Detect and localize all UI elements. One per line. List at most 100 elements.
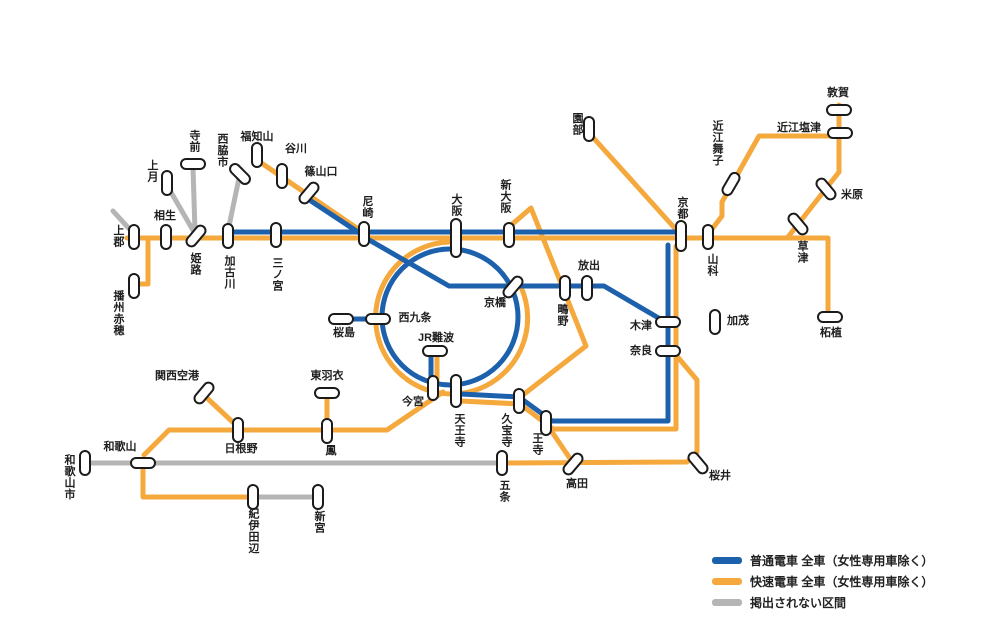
station-marker: [128, 224, 140, 250]
station-label: 近江塩津: [777, 122, 821, 135]
station-marker: [247, 484, 259, 510]
station-label: 加古川: [222, 254, 235, 290]
station-marker: [328, 313, 354, 325]
station-label: 上月: [145, 159, 158, 183]
line-kinokuni: [140, 463, 254, 500]
station-label: 鴫野: [555, 303, 568, 327]
station-marker: [251, 142, 263, 168]
station-label: 柘植: [820, 327, 842, 340]
line-takarazuka-local: [308, 198, 367, 239]
legend-label-local: 普通電車 全車（女性専用車除く）: [750, 554, 934, 568]
station-label: 高田: [566, 478, 588, 491]
station-marker: [160, 224, 172, 250]
station-label: 東羽衣: [310, 370, 344, 383]
station-marker: [79, 450, 91, 476]
station-label: 三ノ宮: [270, 256, 283, 292]
station-label: 上郡: [111, 224, 124, 248]
station-label: 和歌山市: [62, 454, 75, 500]
station-label: 今宮: [402, 396, 424, 409]
station-marker: [583, 116, 595, 142]
station-label: 紀伊田辺: [246, 508, 259, 554]
station-marker: [540, 410, 552, 436]
station-label: 加茂: [727, 315, 749, 328]
station-marker: [232, 417, 244, 443]
station-label: 王寺: [530, 432, 543, 456]
station-label: 草津: [795, 240, 808, 264]
station-marker: [675, 220, 687, 252]
station-label: 大阪: [449, 193, 462, 217]
station-label: 山科: [705, 253, 718, 277]
line-sonobe: [586, 130, 683, 237]
station-label: 播州赤穂: [111, 290, 124, 336]
station-label: 篠山口: [304, 166, 338, 179]
station-label: 天王寺: [452, 412, 465, 448]
station-marker: [503, 222, 515, 248]
station-label: 園部: [570, 112, 583, 136]
station-label: 久宝寺: [499, 412, 512, 448]
station-label: 関西空港: [155, 370, 199, 383]
station-label: 敦賀: [827, 87, 849, 100]
station-label: 桜井: [709, 470, 731, 483]
station-marker: [513, 388, 525, 414]
station-marker: [827, 127, 853, 139]
line-himeji-teramae: [190, 165, 198, 234]
line-nara-local: [458, 242, 671, 424]
station-label: 新大阪: [498, 178, 511, 214]
line-ako-branch: [133, 235, 151, 287]
station-marker: [161, 170, 173, 196]
line-nara-rapid: [458, 243, 679, 432]
station-marker: [276, 163, 288, 189]
station-marker: [365, 313, 391, 325]
station-label: 西九条: [398, 312, 432, 325]
line-himeji-kozuki: [165, 184, 197, 235]
station-marker: [314, 387, 340, 399]
station-marker: [180, 158, 206, 170]
station-label: 京橋: [484, 297, 506, 310]
station-marker: [270, 222, 282, 248]
station-marker: [312, 484, 324, 510]
station-label: 五条: [497, 479, 510, 503]
station-label: 姫路: [188, 252, 201, 276]
station-label: 谷川: [285, 143, 307, 156]
station-label: 尼崎: [360, 195, 373, 219]
line-kosei: [706, 133, 841, 236]
station-marker: [655, 316, 681, 328]
station-marker: [321, 418, 333, 444]
station-marker: [422, 345, 448, 357]
legend-label-hidden: 掲出されない区間: [750, 596, 847, 610]
station-marker: [702, 224, 714, 250]
loop-rapid-arc: [373, 239, 531, 397]
station-marker: [817, 311, 843, 323]
station-label: 木津: [630, 320, 652, 333]
line-tozai-gakkentoshi: [361, 234, 665, 323]
legend-row-hidden: 掲出されない区間: [712, 594, 933, 611]
station-label: 西脇市: [215, 132, 228, 168]
station-label: 近江舞子: [710, 120, 723, 166]
line-hanwa: [141, 389, 446, 458]
line-osaka-higashi: [506, 205, 589, 401]
legend-row-rapid: 快速電車 全車（女性専用車除く）: [712, 573, 933, 590]
station-label: 日根野: [224, 443, 258, 456]
station-label: 福知山: [240, 131, 274, 144]
station-marker: [130, 457, 156, 469]
station-label: 放出: [578, 260, 600, 273]
station-label: 相生: [154, 210, 176, 223]
station-label: 新宮: [312, 510, 325, 534]
station-label: 和歌山: [103, 441, 137, 454]
station-marker: [450, 374, 462, 408]
legend: 普通電車 全車（女性専用車除く） 快速電車 全車（女性専用車除く） 掲出されない…: [712, 552, 933, 615]
station-marker: [358, 221, 370, 247]
line-kakogawa-nishiwakishi: [225, 175, 242, 234]
legend-swatch-local-line: [712, 557, 742, 564]
station-label: 鳳: [325, 445, 337, 458]
legend-swatch-hidden-section: [712, 599, 742, 606]
station-marker: [559, 275, 571, 301]
station-label: JR難波: [417, 332, 455, 345]
station-label: 桜島: [333, 327, 355, 340]
station-marker: [427, 375, 439, 401]
station-label: 奈良: [630, 345, 652, 358]
station-marker: [128, 273, 140, 299]
station-marker: [581, 275, 593, 301]
